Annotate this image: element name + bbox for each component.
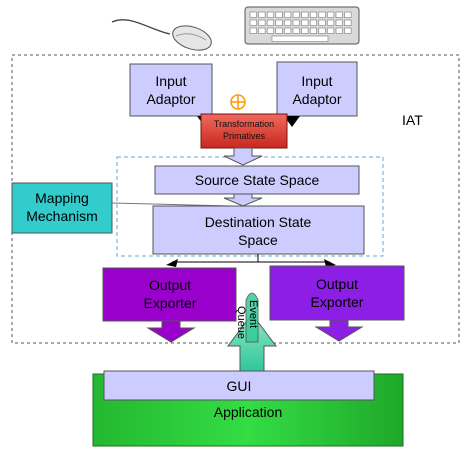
transformation-primatives-box: Transformation Primatives — [200, 113, 288, 149]
keyboard-keys — [249, 11, 352, 42]
keyboard-key — [318, 27, 326, 34]
arrow-output-right-down — [314, 319, 364, 342]
keyboard-key — [284, 27, 292, 34]
source-state-space-label: Source State Space — [195, 172, 320, 188]
output-left-line2: Exporter — [144, 295, 197, 311]
keyboard-key — [275, 11, 283, 18]
keyboard-key — [292, 11, 300, 18]
keyboard-key — [266, 11, 274, 18]
keyboard-key — [309, 19, 317, 26]
input-adaptor-left-line1: Input — [155, 73, 186, 89]
keyboard-key — [258, 11, 266, 18]
keyboard-key — [335, 27, 343, 34]
output-exporter-left-box: Output Exporter — [102, 267, 237, 322]
input-adaptor-left-line2: Adaptor — [146, 91, 195, 107]
keyboard-key — [344, 19, 352, 26]
destination-state-space-box: Destination State Space — [152, 205, 365, 255]
output-right-line2: Exporter — [311, 294, 364, 310]
input-adaptor-right-line2: Adaptor — [292, 91, 341, 107]
arrow-transformation-to-source — [223, 147, 263, 166]
keyboard-key — [301, 19, 309, 26]
keyboard-key — [318, 19, 326, 26]
keyboard-key — [275, 27, 283, 34]
keyboard-key — [249, 11, 257, 18]
keyboard-key — [284, 19, 292, 26]
event-queue-line2: Queue — [235, 306, 247, 339]
mapping-mechanism-box: Mapping Mechanism — [11, 182, 113, 234]
gui-box: GUI — [103, 370, 375, 401]
keyboard-key — [258, 19, 266, 26]
input-adaptor-right: Input Adaptor — [276, 61, 358, 117]
keyboard-key — [327, 27, 335, 34]
event-queue-line1: Event — [247, 300, 259, 328]
keyboard-key — [318, 11, 326, 18]
keyboard-key — [284, 11, 292, 18]
keyboard-key — [266, 27, 274, 34]
destination-line1: Destination State — [205, 214, 312, 230]
application-label: Application — [214, 404, 283, 420]
keyboard-key — [335, 11, 343, 18]
arrow-source-to-destination — [223, 193, 263, 207]
keyboard-key — [327, 19, 335, 26]
arrow-right-adaptor-to-transformation — [284, 116, 300, 127]
destination-line2: Space — [238, 232, 278, 248]
keyboard-key — [344, 11, 352, 18]
keyboard-key — [266, 19, 274, 26]
output-right-line1: Output — [316, 276, 358, 292]
mapping-line1: Mapping — [35, 190, 89, 206]
arrow-output-left-down — [146, 320, 196, 343]
keyboard-key — [249, 27, 257, 34]
keyboard-key — [344, 27, 352, 34]
transformation-line1: Transformation — [214, 119, 274, 129]
keyboard-key — [309, 27, 317, 34]
iat-label: IAT — [402, 112, 423, 128]
input-adaptor-right-line1: Input — [301, 73, 332, 89]
keyboard-icon — [244, 6, 360, 45]
keyboard-key — [258, 27, 266, 34]
keyboard-key — [309, 11, 317, 18]
output-exporter-right-box: Output Exporter — [269, 265, 405, 321]
transformation-line2: Primatives — [223, 131, 266, 141]
keyboard-spacebar — [271, 35, 329, 42]
source-state-space-box: Source State Space — [154, 165, 360, 195]
output-left-line1: Output — [149, 277, 191, 293]
computer-mouse-icon — [111, 19, 212, 51]
mapping-line2: Mechanism — [26, 208, 98, 224]
destination-to-outputs-connector — [166, 254, 336, 267]
circle-plus-icon — [230, 94, 246, 110]
event-queue-arrow: Event Queue — [227, 292, 277, 373]
keyboard-key — [335, 19, 343, 26]
keyboard-key — [301, 11, 309, 18]
keyboard-key — [292, 27, 300, 34]
keyboard-key — [327, 11, 335, 18]
keyboard-key — [292, 19, 300, 26]
keyboard-key — [275, 19, 283, 26]
keyboard-key — [249, 19, 257, 26]
gui-label: GUI — [227, 378, 252, 394]
input-adaptor-left: Input Adaptor — [129, 63, 213, 117]
keyboard-key — [301, 27, 309, 34]
